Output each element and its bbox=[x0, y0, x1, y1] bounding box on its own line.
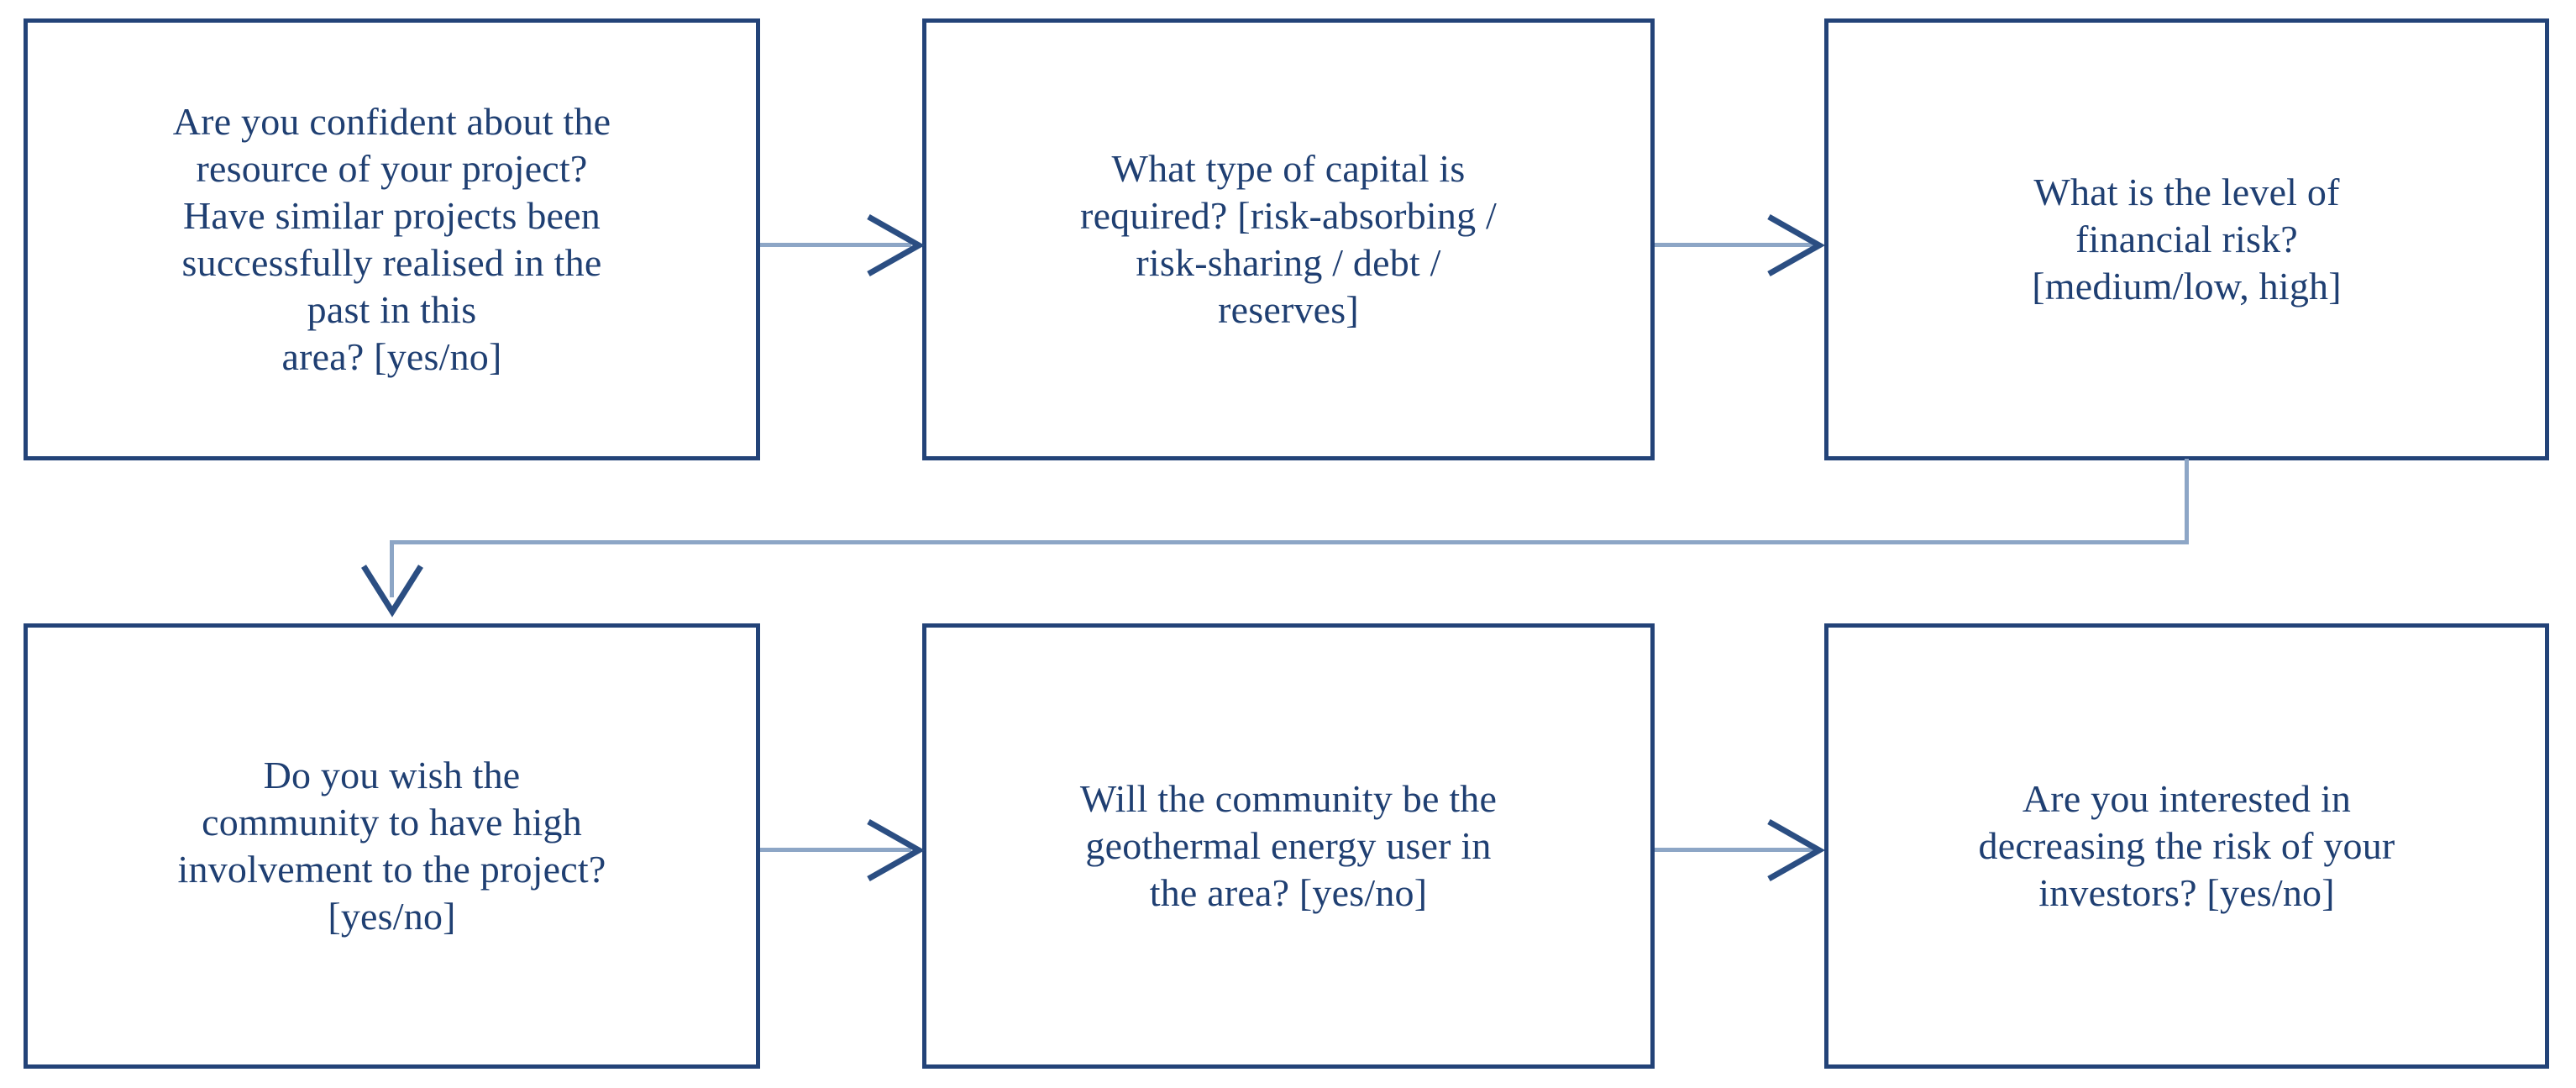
flow-node-community-involvement-question[interactable]: Do you wish the community to have high i… bbox=[24, 623, 760, 1069]
connector-line-node3-drop bbox=[2185, 459, 2189, 544]
connector-line-node4-node5 bbox=[760, 848, 911, 852]
flow-node-label: Do you wish the community to have high i… bbox=[177, 753, 606, 938]
flow-node-community-energy-user-question[interactable]: Will the community be the geothermal ene… bbox=[922, 623, 1655, 1069]
flow-node-financial-risk-level-question[interactable]: What is the level of financial risk? [me… bbox=[1824, 18, 2549, 460]
flow-node-label: Are you interested in decreasing the ris… bbox=[1978, 776, 2395, 915]
arrow-head-right-icon-node2-node3 bbox=[1767, 213, 1826, 277]
connector-line-node2-node3 bbox=[1655, 243, 1814, 247]
flow-node-resource-confidence-question[interactable]: Are you confident about the resource of … bbox=[24, 18, 760, 460]
arrow-head-down-icon-node3-node4 bbox=[361, 565, 423, 618]
arrow-head-right-icon-node4-node5 bbox=[867, 818, 926, 882]
flow-node-label: What is the level of financial risk? [me… bbox=[2032, 170, 2342, 308]
arrow-head-right-icon-node1-node2 bbox=[867, 213, 926, 277]
connector-line-node3-node4-horizontal bbox=[390, 540, 2189, 544]
connector-line-node1-node2 bbox=[760, 243, 911, 247]
flow-node-investor-risk-reduction-question[interactable]: Are you interested in decreasing the ris… bbox=[1824, 623, 2549, 1069]
flow-node-label: What type of capital is required? [risk-… bbox=[1080, 146, 1497, 332]
flow-node-label: Are you confident about the resource of … bbox=[172, 99, 611, 379]
connector-line-node5-node6 bbox=[1655, 848, 1814, 852]
flow-node-label: Will the community be the geothermal ene… bbox=[1079, 776, 1498, 915]
connector-line-node4-approach bbox=[390, 540, 394, 597]
arrow-head-right-icon-node5-node6 bbox=[1767, 818, 1826, 882]
flow-node-capital-type-question[interactable]: What type of capital is required? [risk-… bbox=[922, 18, 1655, 460]
